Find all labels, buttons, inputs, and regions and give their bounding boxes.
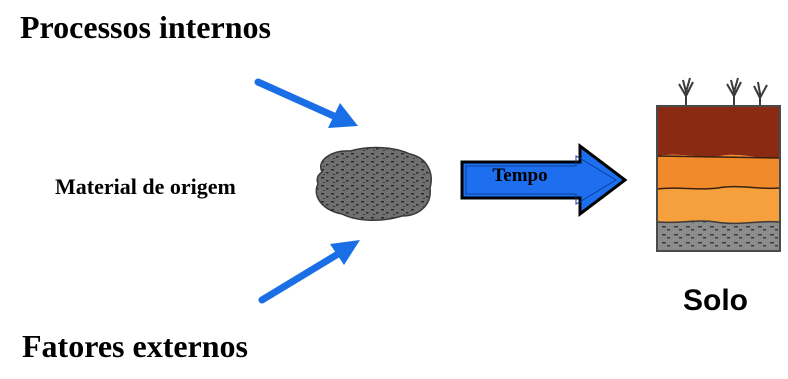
external-factors-label: Fatores externos	[22, 328, 248, 364]
internal-process-arrow	[254, 78, 358, 128]
external-factor-arrow	[258, 240, 360, 304]
internal-processes-label: Processos internos	[20, 9, 271, 45]
time-arrow-label: Tempo	[492, 165, 547, 186]
soil-profile	[656, 77, 781, 252]
parent-material-label: Material de origem	[55, 174, 236, 199]
parent-material-rock	[315, 146, 432, 221]
time-arrow	[460, 142, 628, 218]
soil-label: Solo	[683, 284, 748, 317]
plant-icon	[678, 77, 768, 108]
